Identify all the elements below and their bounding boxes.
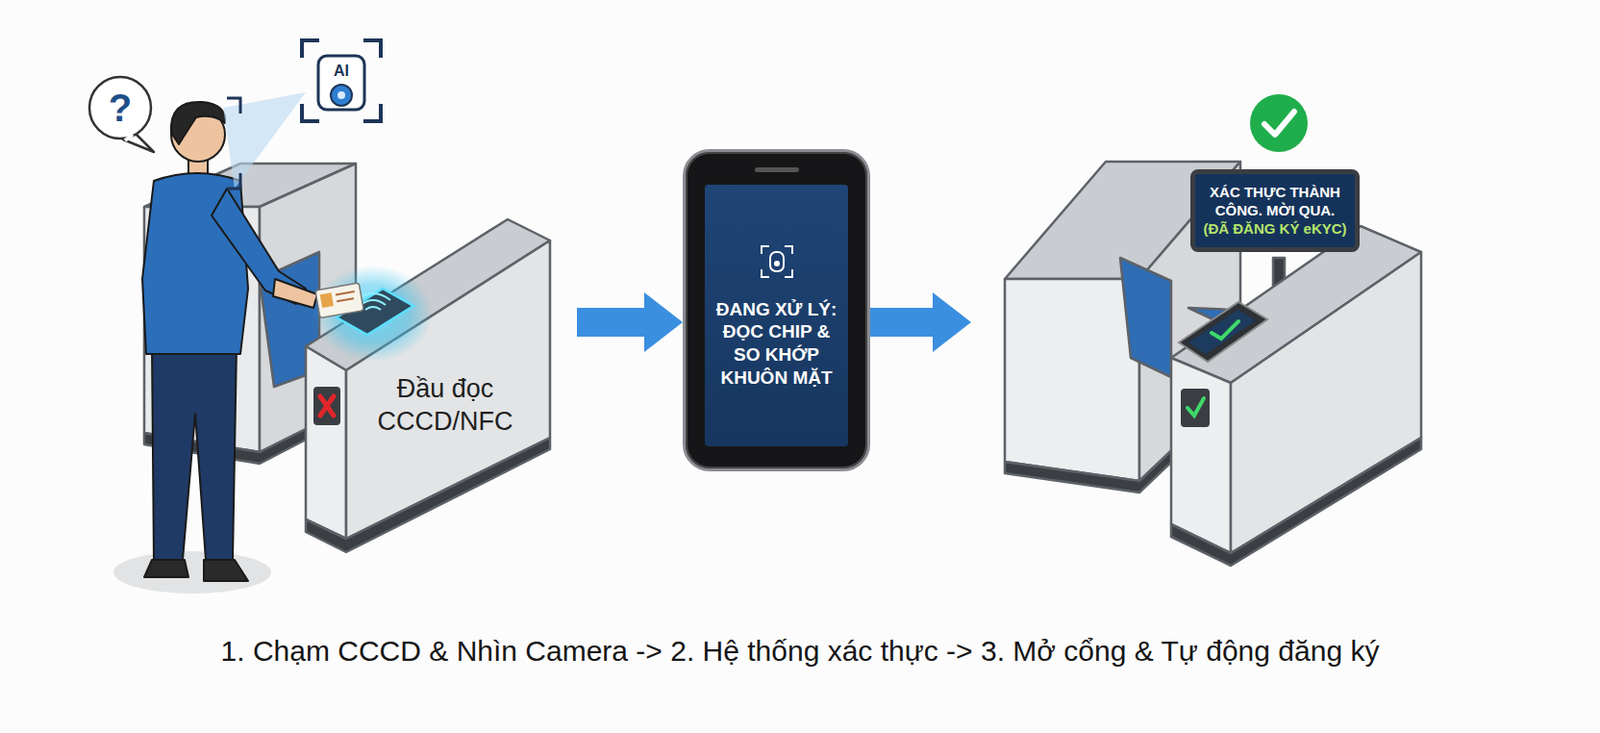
turnstile-open-part: [1171, 357, 1231, 553]
id-card-part: [315, 282, 364, 319]
tablet-check-part: [1178, 301, 1268, 362]
open-gate: XÁC THỰC THÀNH CÔNG. MỜI QUA.(ĐÃ ĐĂNG KÝ…: [971, 163, 1424, 549]
face-brackets-part: [226, 173, 241, 189]
turnstile-front-part: [305, 437, 550, 552]
person-part: [144, 559, 189, 577]
phone-speaker: [754, 167, 800, 173]
ai-label: AI: [333, 62, 350, 80]
ai-camera-part: [330, 84, 352, 106]
shadow: [113, 550, 272, 594]
success-message: XÁC THỰC THÀNH CÔNG. MỜI QUA.: [1202, 183, 1348, 221]
camera-beam: [223, 92, 306, 189]
tablet-check-part: [1188, 309, 1256, 354]
ekyc-note: (ĐÃ ĐĂNG KÝ eKYC): [1202, 220, 1348, 239]
success-check-part: [1250, 94, 1308, 152]
gate-display: XÁC THỰC THÀNH CÔNG. MỜI QUA.(ĐÃ ĐĂNG KÝ…: [1190, 169, 1360, 252]
id-card-part: [336, 298, 354, 301]
green-indicator-part: [1180, 388, 1210, 427]
nfc-reader: [313, 265, 433, 362]
person-part: [203, 559, 249, 581]
red-indicator-part: [313, 386, 341, 425]
red-indicator: [313, 386, 341, 425]
status-text: ĐANG XỬ LÝ: ĐỌC CHIP & SO KHỚP KHUÔN MẶT: [710, 298, 843, 390]
reader-label: Đầu đọc CCCD/NFC: [358, 373, 532, 439]
id-card-part: [320, 292, 334, 308]
face-brackets: [226, 98, 241, 189]
question-bubble-part: [125, 134, 133, 141]
face-id-face: [770, 251, 784, 272]
nfc-reader-part: [313, 265, 433, 362]
question-bubble: [89, 76, 154, 152]
red-indicator-part: [320, 396, 334, 416]
id-card: [315, 282, 364, 319]
person: [142, 101, 318, 581]
id-card-part: [335, 291, 355, 295]
flow-arrow: [870, 307, 933, 337]
person-part: [151, 346, 237, 560]
ai-camera-part: [337, 91, 346, 100]
green-indicator-part: [1187, 398, 1204, 416]
reader-turnstile: Đầu đọc CCCD/NFC: [305, 219, 577, 551]
tablet-check: [1178, 301, 1268, 362]
turnstile-front-part: [305, 346, 347, 539]
phone-screen: ĐANG XỬ LÝ: ĐỌC CHIP & SO KHỚP KHUÔN MẶT: [682, 149, 871, 472]
success-check-part: [1264, 111, 1295, 135]
ai-camera: [301, 40, 381, 122]
ai-camera-part: [301, 40, 381, 122]
turnstile-open-part: [1171, 437, 1422, 566]
face-id-dot: [774, 260, 780, 267]
question-mark: ?: [108, 86, 132, 130]
face-id-icon: [757, 242, 797, 281]
person-part: [171, 101, 225, 145]
face-brackets-part: [226, 98, 241, 114]
person-part: [273, 278, 318, 308]
caption: 1. Chạm CCCD & Nhìn Camera -> 2. Hệ thốn…: [0, 634, 1600, 668]
success-check: [1250, 94, 1308, 152]
turnstile-open-part: [1120, 257, 1172, 377]
face-id-frame: [761, 246, 793, 277]
tablet-check-part: [1211, 321, 1239, 339]
turnstile-front: [305, 219, 550, 552]
flow-arrow: [576, 307, 645, 337]
turnstile-open: [1004, 161, 1422, 566]
phone-display: ĐANG XỬ LÝ: ĐỌC CHIP & SO KHỚP KHUÔN MẶT: [704, 184, 849, 447]
turnstile-open-part: [1004, 278, 1140, 481]
green-indicator: [1180, 388, 1210, 427]
ai-camera-part: [318, 55, 365, 110]
question-bubble-part: [89, 76, 151, 139]
